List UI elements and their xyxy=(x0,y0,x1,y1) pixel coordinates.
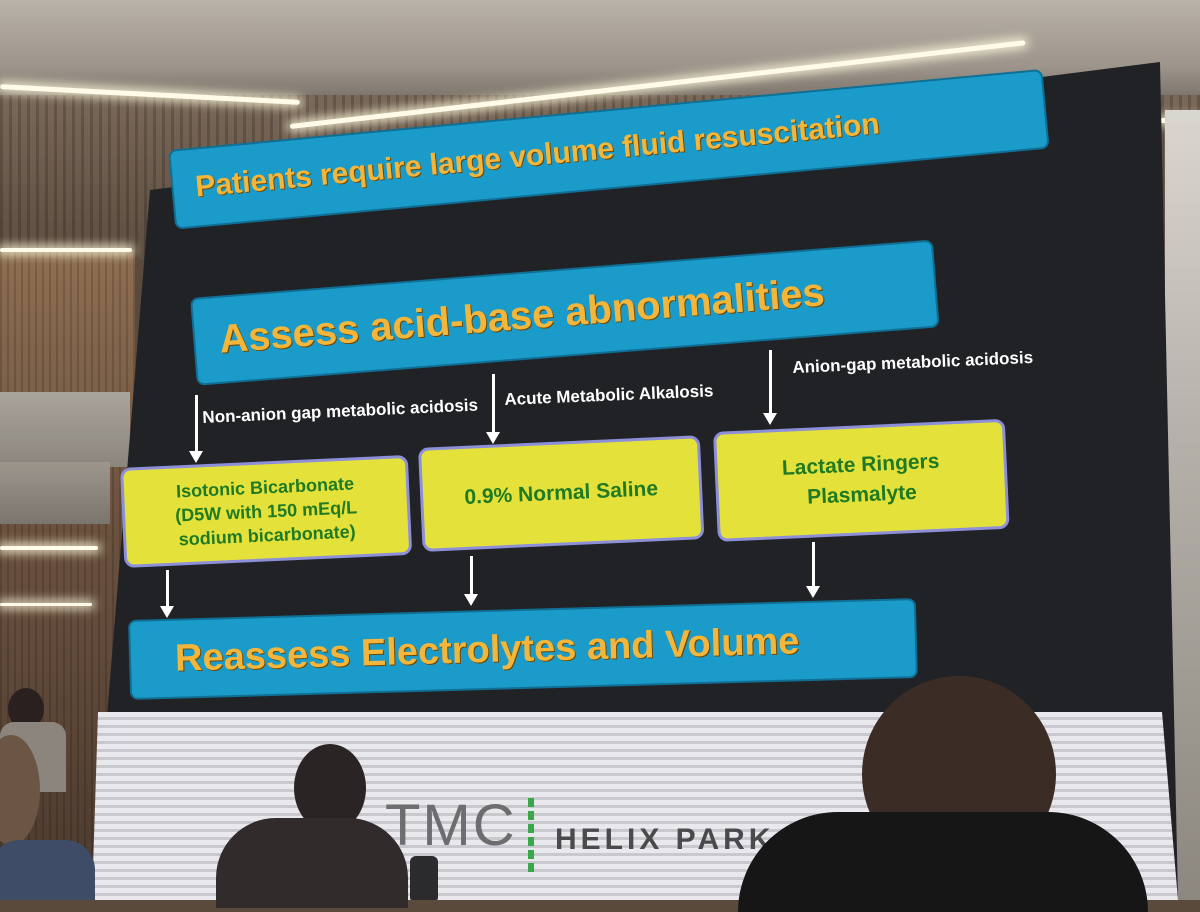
logo-divider-icon xyxy=(528,798,534,876)
arrow-down-icon xyxy=(464,556,478,606)
audience-body xyxy=(738,812,1148,912)
audience-head xyxy=(294,744,366,832)
logo-subtitle: HELIX PARK xyxy=(555,823,775,856)
arrow-down-icon xyxy=(189,395,203,463)
arrow-down-icon xyxy=(486,374,500,444)
wall-light xyxy=(0,546,98,550)
water-bottle xyxy=(410,856,438,900)
treatment-line: Plasmalyte xyxy=(806,480,918,509)
treatment-box-bicarbonate: Isotonic Bicarbonate (D5W with 150 mEq/L… xyxy=(120,454,413,568)
balcony-lower xyxy=(0,462,110,524)
audience-body xyxy=(216,818,408,908)
arrow-down-icon xyxy=(806,542,820,598)
treatment-box-ringers: Lactate Ringers Plasmalyte xyxy=(713,418,1010,542)
treatment-line: 0.9% Normal Saline xyxy=(463,477,659,509)
treatment-box-saline: 0.9% Normal Saline xyxy=(418,435,705,552)
wall-light xyxy=(0,603,92,606)
audience-body xyxy=(0,840,95,900)
balcony xyxy=(0,392,130,467)
arrow-down-icon xyxy=(160,570,174,618)
arrow-down-icon xyxy=(763,350,777,425)
logo-brand: TMC xyxy=(385,793,517,858)
bottom-box-text: Reassess Electrolytes and Volume xyxy=(174,619,800,680)
wall-light xyxy=(0,248,132,252)
